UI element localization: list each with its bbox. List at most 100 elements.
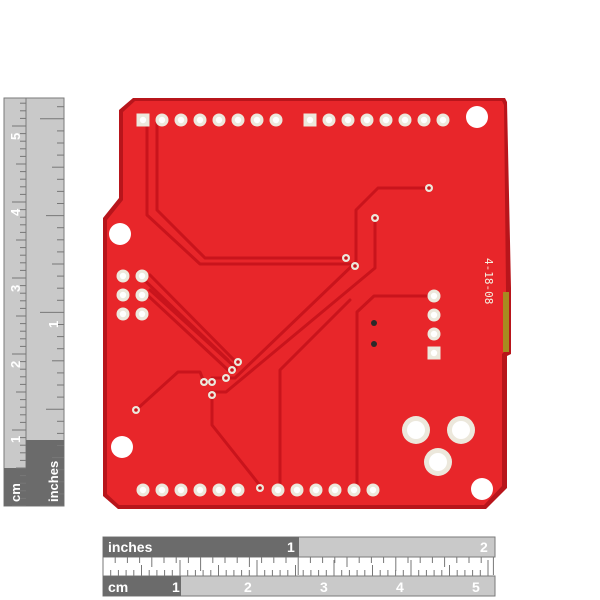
top-pad-16-hole bbox=[439, 116, 447, 124]
bottom-inch-tick-1: 1 bbox=[287, 539, 295, 555]
bottom-pad-1-hole bbox=[139, 486, 147, 494]
side-connector bbox=[503, 292, 509, 352]
icsp-pad-3-hole bbox=[119, 291, 127, 299]
trace-d bbox=[208, 216, 377, 394]
via-3-core bbox=[344, 256, 348, 260]
bottom-inch-tick-2: 2 bbox=[480, 539, 488, 555]
trace-k bbox=[278, 298, 352, 490]
bottom-cm-tick-4: 4 bbox=[396, 579, 404, 595]
top-pad-12-hole bbox=[363, 116, 371, 124]
left-cm-tick-5: 5 bbox=[8, 133, 23, 140]
left-cm-tick-2: 2 bbox=[8, 361, 23, 368]
mount-hole-left bbox=[109, 223, 131, 245]
trace-f bbox=[148, 273, 236, 362]
bottom-ruler-ticks bbox=[102, 557, 494, 576]
header-pads bbox=[116, 113, 450, 497]
left-cm-tick-3: 3 bbox=[8, 285, 23, 292]
via-4-core bbox=[353, 264, 357, 268]
side-pad-3-hole bbox=[430, 330, 438, 338]
bottom-pad-4-hole bbox=[196, 486, 204, 494]
bottom-pad-6-hole bbox=[234, 486, 242, 494]
bottom-pad-3-hole bbox=[177, 486, 185, 494]
power-jack-holes bbox=[402, 416, 475, 476]
mounting-holes bbox=[109, 106, 493, 500]
via-7-core bbox=[224, 376, 228, 380]
bottom-inch-unit: inches bbox=[108, 539, 153, 555]
top-pad-1-hole bbox=[139, 116, 147, 124]
left-inch-ruler-body bbox=[25, 97, 65, 507]
bottom-pad-7-hole bbox=[274, 486, 282, 494]
left-cm-tick-4: 4 bbox=[8, 208, 23, 216]
side-pad-2-hole bbox=[430, 311, 438, 319]
via-9-core bbox=[210, 380, 214, 384]
icsp-pad-4-hole bbox=[138, 291, 146, 299]
left-cm-tick-1: 1 bbox=[8, 436, 23, 443]
top-pad-8-hole bbox=[272, 116, 280, 124]
bottom-cm-tick-5: 5 bbox=[472, 579, 480, 595]
revision-label: 4-18-08 bbox=[482, 258, 495, 304]
bottom-cm-tick-2: 2 bbox=[244, 579, 252, 595]
bottom-pad-11-hole bbox=[350, 486, 358, 494]
pcb-board: 4-18-08 bbox=[103, 98, 511, 509]
board-surface bbox=[107, 101, 506, 505]
trace-l bbox=[355, 294, 432, 490]
via-6-core bbox=[230, 368, 234, 372]
left-cm-unit: cm bbox=[8, 483, 23, 502]
bottom-pad-10-hole bbox=[331, 486, 339, 494]
top-pad-2-hole bbox=[158, 116, 166, 124]
bottom-inch-label-box bbox=[103, 537, 299, 557]
via-2-core bbox=[373, 216, 377, 220]
via-11-core bbox=[134, 408, 138, 412]
trace-j bbox=[134, 370, 206, 412]
bottom-ruler: inches cm 1 2 1 2 3 4 5 bbox=[102, 536, 496, 597]
bottom-cm-unit: cm bbox=[108, 579, 128, 595]
top-pad-4-hole bbox=[196, 116, 204, 124]
icsp-pad-6-hole bbox=[138, 310, 146, 318]
bottom-cm-label-box bbox=[103, 576, 181, 596]
via-5-core bbox=[236, 360, 240, 364]
left-ruler: cm inches 1 2 3 4 5 1 bbox=[3, 97, 65, 507]
top-pad-5-hole bbox=[215, 116, 223, 124]
left-cm-label-box bbox=[4, 468, 26, 506]
left-inch-tick-1: 1 bbox=[46, 321, 61, 328]
icsp-pad-1-hole bbox=[119, 272, 127, 280]
top-pad-9-hole bbox=[306, 116, 314, 124]
trace-c bbox=[210, 186, 431, 380]
trace-i bbox=[210, 393, 264, 490]
bottom-pad-8-hole bbox=[293, 486, 301, 494]
via-8-core bbox=[202, 380, 206, 384]
bottom-cm-tick-3: 3 bbox=[320, 579, 328, 595]
bottom-pad-5-hole bbox=[215, 486, 223, 494]
left-inch-label-box bbox=[26, 440, 64, 506]
trace-g bbox=[140, 288, 230, 372]
top-pad-14-hole bbox=[401, 116, 409, 124]
top-pad-7-hole bbox=[253, 116, 261, 124]
bottom-pad-9-hole bbox=[312, 486, 320, 494]
icsp-pad-5-hole bbox=[119, 310, 127, 318]
via-1-core bbox=[427, 186, 431, 190]
via-12-core bbox=[258, 486, 262, 490]
icsp-pad-2-hole bbox=[138, 272, 146, 280]
left-inch-unit: inches bbox=[46, 461, 61, 502]
top-pad-13-hole bbox=[382, 116, 390, 124]
top-pad-11-hole bbox=[344, 116, 352, 124]
trace-b bbox=[155, 118, 348, 260]
traces bbox=[134, 118, 432, 490]
top-pad-3-hole bbox=[177, 116, 185, 124]
top-pad-15-hole bbox=[420, 116, 428, 124]
trace-a bbox=[145, 118, 357, 266]
via-10-core bbox=[210, 393, 214, 397]
black-via-2 bbox=[371, 341, 377, 347]
bottom-cm-tick-1: 1 bbox=[172, 579, 180, 595]
bottom-pad-2-hole bbox=[158, 486, 166, 494]
left-ruler-ticks bbox=[12, 102, 64, 507]
mount-hole-top-right bbox=[466, 106, 488, 128]
trace-h bbox=[148, 288, 238, 370]
mount-hole-bottom-right bbox=[471, 478, 493, 500]
top-pad-6-hole bbox=[234, 116, 242, 124]
black-via-1 bbox=[371, 320, 377, 326]
bottom-pad-12-hole bbox=[369, 486, 377, 494]
mount-hole-bottom-left bbox=[111, 436, 133, 458]
side-pad-1-hole bbox=[430, 292, 438, 300]
